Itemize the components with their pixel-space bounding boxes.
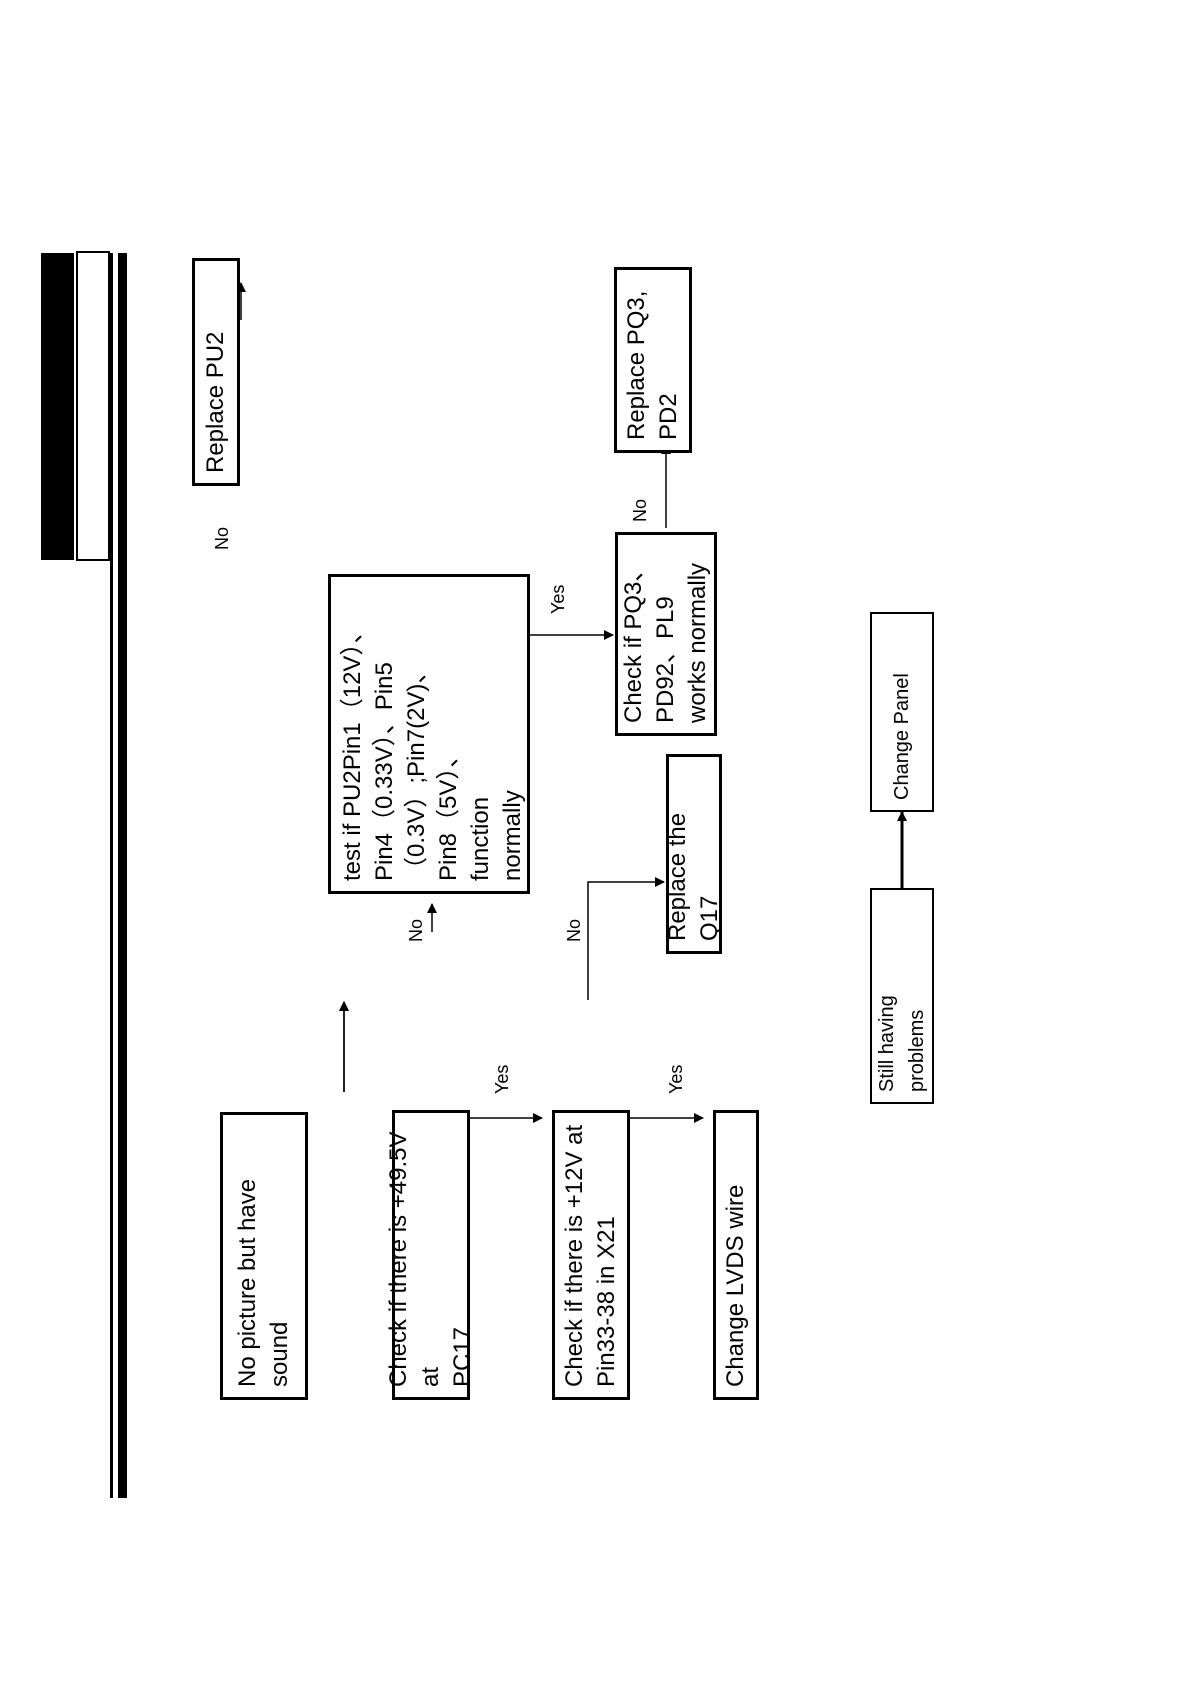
label-yes-pc17: Yes — [492, 1064, 512, 1094]
node-replace-q17-text: Replace the Q17 — [664, 812, 723, 941]
node-check-pc17: Check if there is +49.5V at PC17 — [385, 1110, 476, 1400]
page-edge-box — [76, 251, 110, 561]
label-yes-x21: Yes — [666, 1064, 686, 1094]
node-still-problems-text: Still having problems — [876, 995, 928, 1092]
node-check-x21-text: Check if there is +12V at Pin33-38 in X2… — [561, 1124, 620, 1387]
page-rule-thick — [118, 253, 127, 1498]
node-start-text: No picture but have sound — [234, 1178, 293, 1387]
node-replace-pu2: Replace PU2 — [192, 258, 240, 486]
flowchart-connectors — [236, 282, 907, 1123]
troubleshooting-flowchart: No picture but have sound Check if there… — [192, 250, 1140, 1400]
label-no-x21: No — [564, 918, 584, 942]
page-edge-bar — [41, 253, 74, 560]
page-rule-thin — [110, 253, 113, 1498]
node-replace-pq3: Replace PQ3, PD2 — [614, 267, 692, 453]
node-check-pq3-text: Check if PQ3、 PD92、PL9 works normally — [620, 557, 711, 723]
node-replace-q17: Replace the Q17 — [664, 754, 723, 954]
label-no-pu2: No — [212, 526, 232, 550]
node-check-x21: Check if there is +12V at Pin33-38 in X2… — [552, 1110, 630, 1400]
label-no-pc17: No — [406, 918, 426, 942]
node-start: No picture but have sound — [220, 1112, 308, 1400]
label-yes-pu2: Yes — [548, 584, 568, 614]
node-change-panel-text: Change Panel — [891, 673, 913, 800]
label-no-pq3: No — [630, 498, 650, 522]
node-replace-pu2-text: Replace PU2 — [202, 331, 229, 473]
node-change-panel: Change Panel — [870, 612, 934, 812]
node-replace-pq3-text: Replace PQ3, PD2 — [623, 290, 682, 440]
node-change-lvds-text: Change LVDS wire — [722, 1184, 749, 1387]
node-test-pu2-text: test if PU2Pin1（12V）、 Pin4（0.33V）、Pin5 （… — [339, 619, 526, 881]
node-still-problems: Still having problems — [870, 888, 934, 1104]
edge-x21-q17 — [587, 877, 665, 1000]
node-test-pu2: test if PU2Pin1（12V）、 Pin4（0.33V）、Pin5 （… — [328, 574, 530, 894]
node-check-pq3: Check if PQ3、 PD92、PL9 works normally — [615, 532, 717, 736]
node-change-lvds: Change LVDS wire — [713, 1110, 759, 1400]
node-check-pc17-text: Check if there is +49.5V at PC17 — [385, 1131, 476, 1387]
